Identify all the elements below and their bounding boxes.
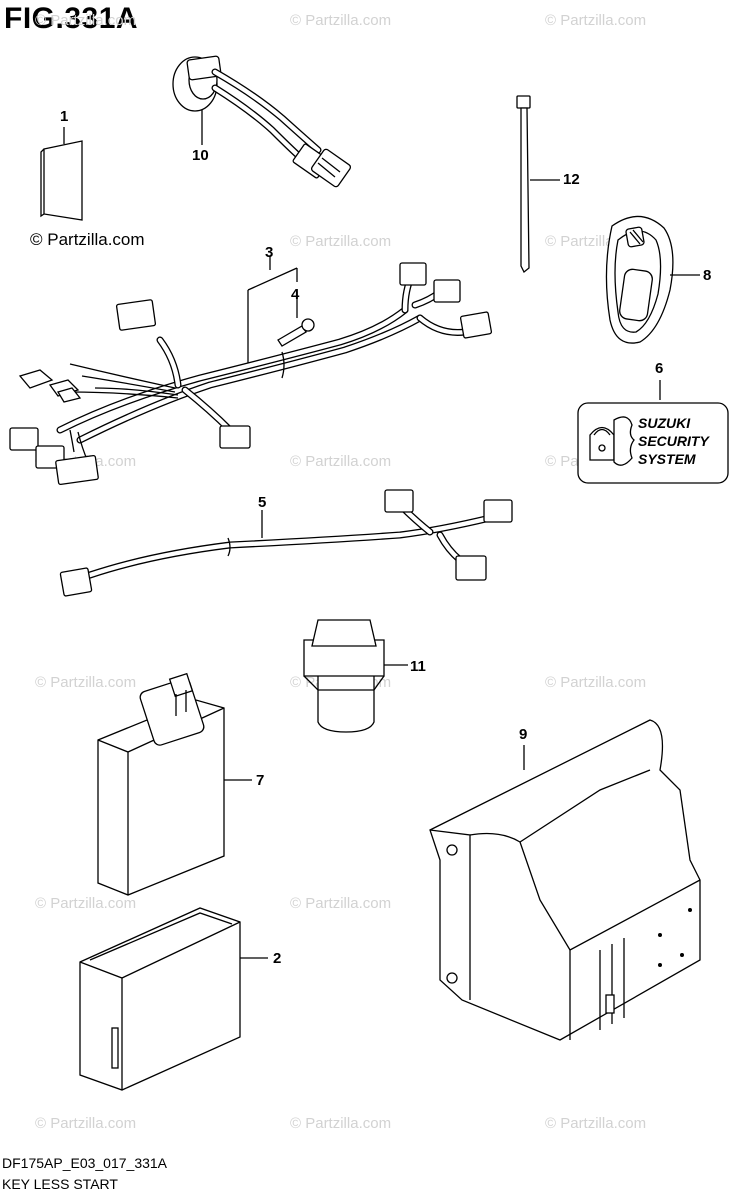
part-10-connector xyxy=(172,55,352,188)
callout-5: 5 xyxy=(258,494,267,511)
part-1-card xyxy=(40,127,83,221)
callout-11: 11 xyxy=(410,658,426,675)
watermark: © Partzilla.com xyxy=(290,12,392,29)
copyright-label: © Partzilla.com xyxy=(30,230,145,249)
callout-10: 10 xyxy=(192,147,209,164)
figure-name: KEY LESS START xyxy=(2,1176,118,1192)
callout-8: 8 xyxy=(703,267,712,284)
watermark: © Partzilla.com xyxy=(35,895,137,912)
callout-2: 2 xyxy=(273,950,282,967)
part-5-sub-harness xyxy=(59,489,513,597)
callout-1: 1 xyxy=(60,108,69,125)
callout-9: 9 xyxy=(519,726,528,743)
callout-7: 7 xyxy=(256,772,265,789)
badge-line-1: SUZUKI xyxy=(638,415,691,431)
watermark: © Partzilla.com xyxy=(290,1115,392,1132)
part-8-key-fob xyxy=(605,215,700,344)
part-9-bracket xyxy=(429,719,701,1041)
part-7-control-unit xyxy=(97,672,252,896)
watermark: © Partzilla.com xyxy=(35,1115,137,1132)
badge-line-2: SECURITY xyxy=(638,433,710,449)
figure-code: DF175AP_E03_017_331A xyxy=(2,1155,168,1171)
watermark: © Partzilla.com xyxy=(290,453,392,470)
watermark: © Partzilla.com xyxy=(35,12,137,29)
watermark: © Partzilla.com xyxy=(545,1115,647,1132)
badge-line-3: SYSTEM xyxy=(638,451,696,467)
callout-6: 6 xyxy=(655,360,664,377)
watermark: © Partzilla.com xyxy=(290,895,392,912)
part-6-security-badge xyxy=(577,380,729,484)
figure-title: FIG.331A xyxy=(4,2,139,35)
callout-4: 4 xyxy=(291,286,300,303)
watermark: © Partzilla.com xyxy=(545,12,647,29)
watermark: © Partzilla.com xyxy=(290,233,392,250)
part-2-holder-case xyxy=(79,907,268,1091)
watermark: © Partzilla.com xyxy=(545,674,647,691)
part-11-relay xyxy=(303,619,408,733)
callout-3: 3 xyxy=(265,244,274,261)
watermark: © Partzilla.com xyxy=(35,674,137,691)
callout-12: 12 xyxy=(563,171,580,188)
part-3-main-harness xyxy=(9,256,493,486)
part-12-cable-tie xyxy=(516,95,560,274)
